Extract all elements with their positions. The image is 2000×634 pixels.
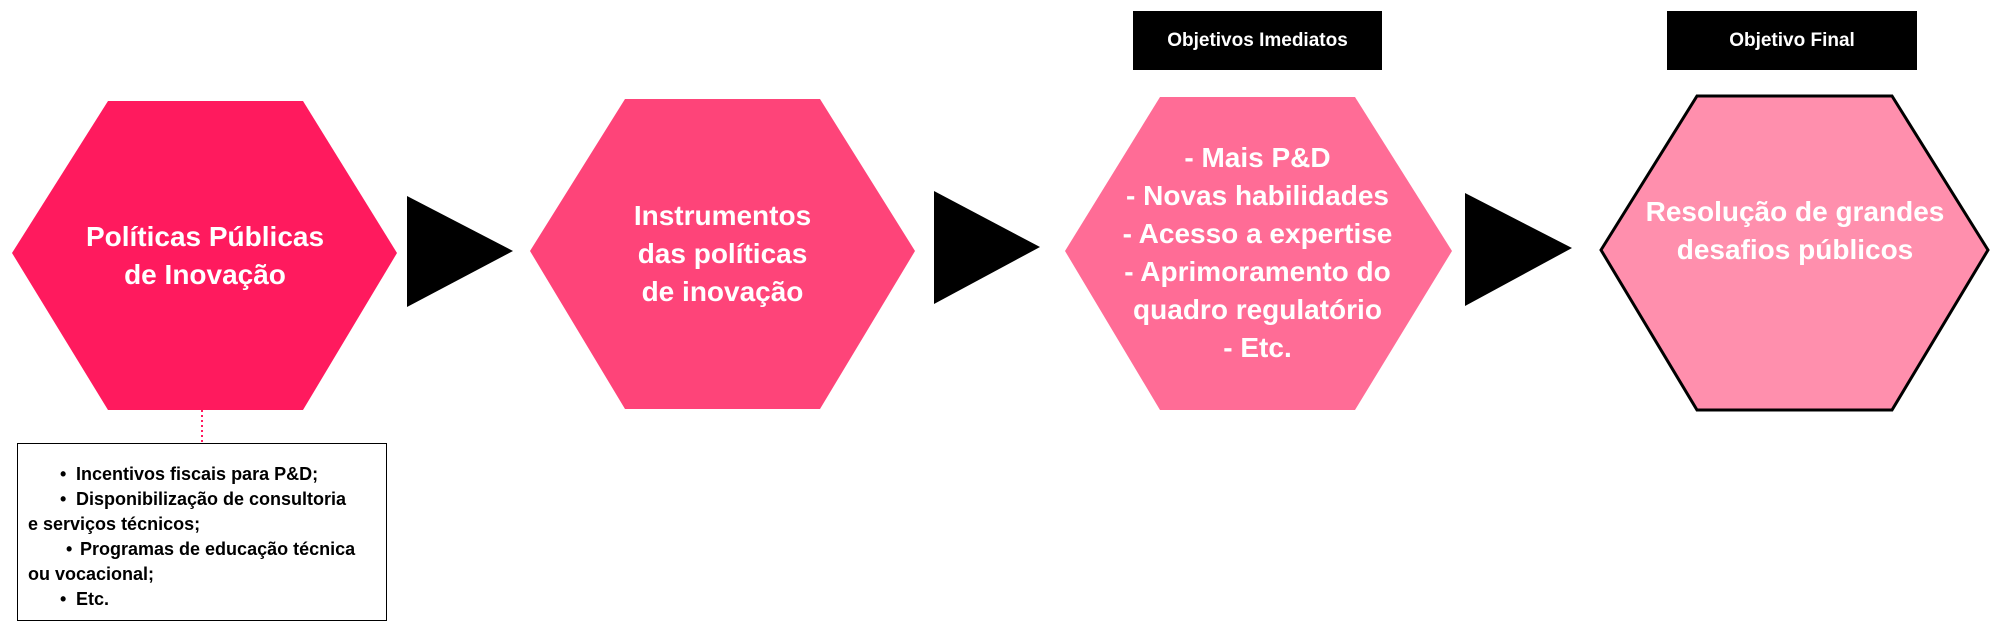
instruments-line-2: das políticas <box>637 238 808 269</box>
immediate-line-3: - Acesso a expertise <box>1122 217 1393 249</box>
hexagon-instruments <box>530 99 915 409</box>
hexagon-policies <box>12 101 397 410</box>
immediate-line-4: - Aprimoramento do <box>1124 255 1391 287</box>
hexagon-policies-text: Políticas Públicas de Inovação <box>40 101 370 410</box>
hexagon-final-objective <box>1599 94 1990 412</box>
hexagon-immediate-objectives-text: - Mais P&D - Novas habilidades - Acesso … <box>1085 97 1430 410</box>
arrow-1 <box>407 196 513 307</box>
note-item-4: Etc. <box>28 587 376 612</box>
immediate-objectives-label: Objetivos Imediatos <box>1133 11 1382 70</box>
arrow-3 <box>1465 193 1572 306</box>
note-item-1: Incentivos fiscais para P&D; <box>28 462 376 487</box>
note-item-2-cont: e serviços técnicos; <box>28 514 201 534</box>
arrow-2 <box>934 191 1040 304</box>
final-line-1: Resolução de grandes <box>1645 196 1945 227</box>
policies-line-2: de Inovação <box>124 258 286 290</box>
note-item-2: Disponibilização de consultoria <box>28 487 376 512</box>
final-objective-label: Objetivo Final <box>1667 11 1917 70</box>
hexagon-instruments-text: Instrumentos das políticas de inovação <box>560 99 885 409</box>
policies-line-1: Políticas Públicas <box>85 220 325 252</box>
immediate-line-1: - Mais P&D <box>1184 141 1331 173</box>
note-item-3: Programas de educação técnica <box>28 537 376 562</box>
instruments-line-1: Instrumentos <box>633 200 812 231</box>
note-item-3-cont: ou vocacional; <box>28 564 155 584</box>
immediate-line-5: quadro regulatório <box>1133 293 1382 325</box>
policy-instruments-note: Incentivos fiscais para P&D; Disponibili… <box>17 443 387 621</box>
immediate-line-2: - Novas habilidades <box>1126 179 1389 211</box>
final-line-2: desafios públicos <box>1676 234 1914 265</box>
instruments-line-3: de inovação <box>641 276 804 307</box>
hexagon-immediate-objectives <box>1065 97 1452 410</box>
hexagon-final-objective-text: Resolução de grandes desafios públicos <box>1620 96 1970 366</box>
immediate-line-6: - Etc. <box>1223 331 1292 363</box>
